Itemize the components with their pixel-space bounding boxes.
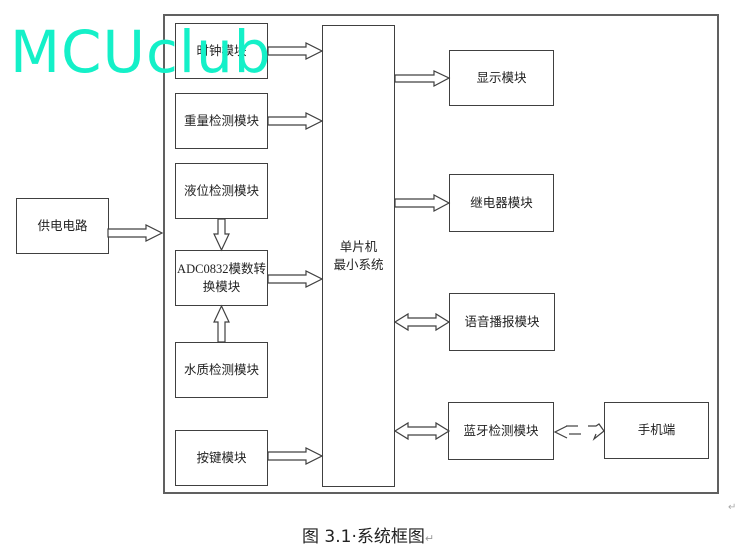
adc-module-label-2: 换模块 [202, 279, 241, 294]
bluetooth-module-block: 蓝牙检测模块 [448, 402, 554, 460]
caption-paragraph-mark: ↵ [424, 532, 435, 545]
display-module-label: 显示模块 [476, 69, 527, 85]
phone-label: 手机端 [637, 422, 676, 438]
power-supply-label: 供电电路 [37, 217, 88, 233]
figure-caption-text: 图 3.1·系统框图 [302, 527, 425, 547]
relay-module-label: 继电器模块 [470, 194, 533, 210]
adc-module-label-1: ADC0832模数转 [177, 261, 266, 276]
power-supply-block: 供电电路 [16, 198, 109, 254]
arrow-power-to-system [107, 224, 164, 242]
weight-module-block: 重量检测模块 [175, 93, 268, 149]
clock-module-label: 时钟模块 [196, 42, 247, 58]
level-module-block: 液位检测模块 [175, 163, 268, 219]
mcu-label-1: 单片机 [339, 238, 378, 254]
adc-module-block: ADC0832模数转 换模块 [175, 250, 268, 306]
display-module-block: 显示模块 [449, 50, 554, 106]
key-module-label: 按键模块 [196, 449, 247, 465]
level-module-label: 液位检测模块 [183, 182, 259, 198]
system-boundary [163, 14, 719, 494]
watermark-logo: MCUclub [10, 18, 272, 86]
mcu-label-2: 最小系统 [333, 257, 384, 272]
figure-caption: 图 3.1·系统框图↵ [302, 522, 434, 547]
clock-module-block: 时钟模块 [175, 23, 268, 79]
water-quality-module-label: 水质检测模块 [183, 361, 259, 377]
voice-module-block: 语音播报模块 [449, 293, 555, 351]
phone-block: 手机端 [604, 402, 709, 459]
mcu-block: 单片机 最小系统 [322, 25, 395, 487]
key-module-block: 按键模块 [175, 430, 268, 486]
voice-module-label: 语音播报模块 [464, 313, 540, 329]
relay-module-block: 继电器模块 [449, 174, 554, 232]
paragraph-mark: ↵ [728, 502, 735, 513]
water-quality-module-block: 水质检测模块 [175, 342, 268, 398]
bluetooth-module-label: 蓝牙检测模块 [463, 422, 539, 438]
weight-module-label: 重量检测模块 [183, 112, 259, 128]
